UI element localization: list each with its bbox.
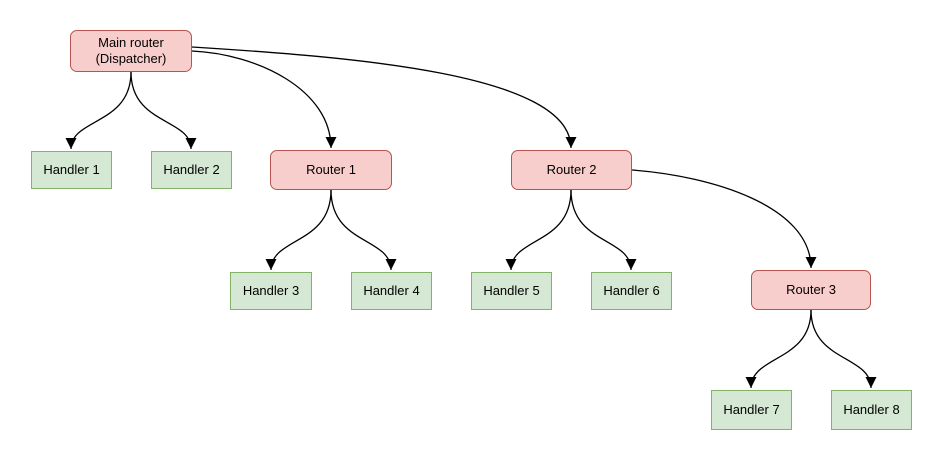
edge-router1-to-handler4 (330, 189, 397, 271)
edge-main-to-router2 (191, 46, 577, 149)
node-label: Router 1 (306, 161, 356, 177)
node-handler-6[interactable]: Handler 6 (591, 272, 672, 310)
node-router-2[interactable]: Router 2 (511, 150, 632, 190)
node-label: Handler 5 (483, 282, 540, 298)
node-label: Handler 2 (163, 161, 220, 177)
edge-router3-to-handler8 (810, 309, 877, 389)
node-label: Handler 7 (723, 401, 780, 417)
edge-main-to-handler2 (130, 71, 197, 150)
edge-main-to-handler1 (65, 71, 132, 150)
edge-router3-to-handler7 (745, 309, 812, 389)
node-label: Router 2 (546, 161, 597, 177)
edge-router1-to-handler3 (265, 189, 332, 271)
node-label: Handler 3 (242, 282, 300, 298)
node-label: Main router (Dispatcher) (95, 34, 167, 66)
node-handler-4[interactable]: Handler 4 (351, 272, 432, 310)
node-handler-3[interactable]: Handler 3 (230, 272, 312, 310)
node-handler-8[interactable]: Handler 8 (831, 390, 912, 430)
edge-router2-to-handler5 (505, 189, 572, 271)
node-label: Handler 4 (363, 282, 420, 298)
node-handler-7[interactable]: Handler 7 (711, 390, 792, 430)
node-label: Handler 1 (43, 161, 100, 177)
node-handler-5[interactable]: Handler 5 (471, 272, 552, 310)
edge-router2-to-router3 (631, 169, 817, 269)
edge-router2-to-handler6 (570, 189, 637, 271)
node-label: Handler 8 (843, 401, 900, 417)
node-label: Handler 6 (603, 282, 660, 298)
edge-main-to-router1 (191, 50, 337, 149)
node-handler-1[interactable]: Handler 1 (31, 151, 112, 189)
node-label: Router 3 (786, 281, 836, 297)
node-main-router-dispatcher[interactable]: Main router (Dispatcher) (70, 30, 192, 72)
node-router-3[interactable]: Router 3 (751, 270, 871, 310)
node-router-1[interactable]: Router 1 (270, 150, 392, 190)
node-handler-2[interactable]: Handler 2 (151, 151, 232, 189)
